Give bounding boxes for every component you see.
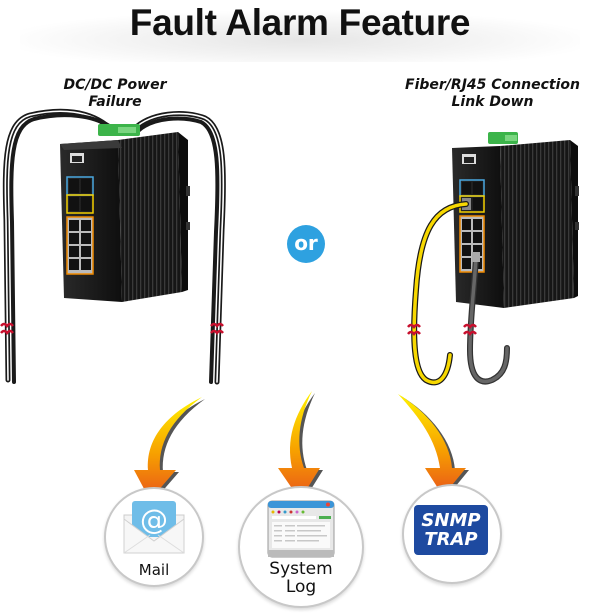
power-wires: [2, 108, 226, 385]
alert-system-log: System Log: [238, 486, 364, 608]
snmp-label-line: TRAP: [424, 529, 478, 550]
scenario-caption-power: DC/DC Power Failure: [30, 77, 200, 111]
title-band: [20, 0, 580, 62]
switch-left: [0, 108, 226, 385]
scenario-caption-link: Fiber/RJ45 Connection Link Down: [385, 77, 600, 111]
caption-line: Failure: [88, 94, 142, 110]
alert-label-line: System: [269, 559, 333, 579]
caption-line: Link Down: [451, 94, 534, 110]
snmp-badge: SNMP TRAP: [414, 505, 488, 555]
alert-mail: @ Mail: [104, 487, 204, 587]
or-badge: or: [287, 225, 325, 263]
envelope-at-icon: @: [123, 501, 185, 554]
alert-label: Mail: [138, 561, 170, 579]
arrow-to-mail: [134, 397, 205, 502]
browser-window-icon: [267, 500, 335, 558]
arrow-to-snmp: [398, 394, 469, 498]
link-break-icon: [407, 323, 477, 336]
wire-break-icon: [0, 322, 224, 335]
caption-line: Fiber/RJ45 Connection: [405, 77, 580, 93]
switch-right: [407, 132, 579, 386]
arrow-to-system-log: [278, 391, 323, 502]
caption-line: DC/DC Power: [63, 77, 167, 93]
svg-text:@: @: [140, 503, 168, 536]
snmp-label-line: SNMP: [421, 510, 481, 531]
alert-label: System Log: [240, 560, 362, 596]
page-title: Fault Alarm Feature: [129, 2, 471, 43]
alert-label-line: Log: [285, 577, 317, 597]
